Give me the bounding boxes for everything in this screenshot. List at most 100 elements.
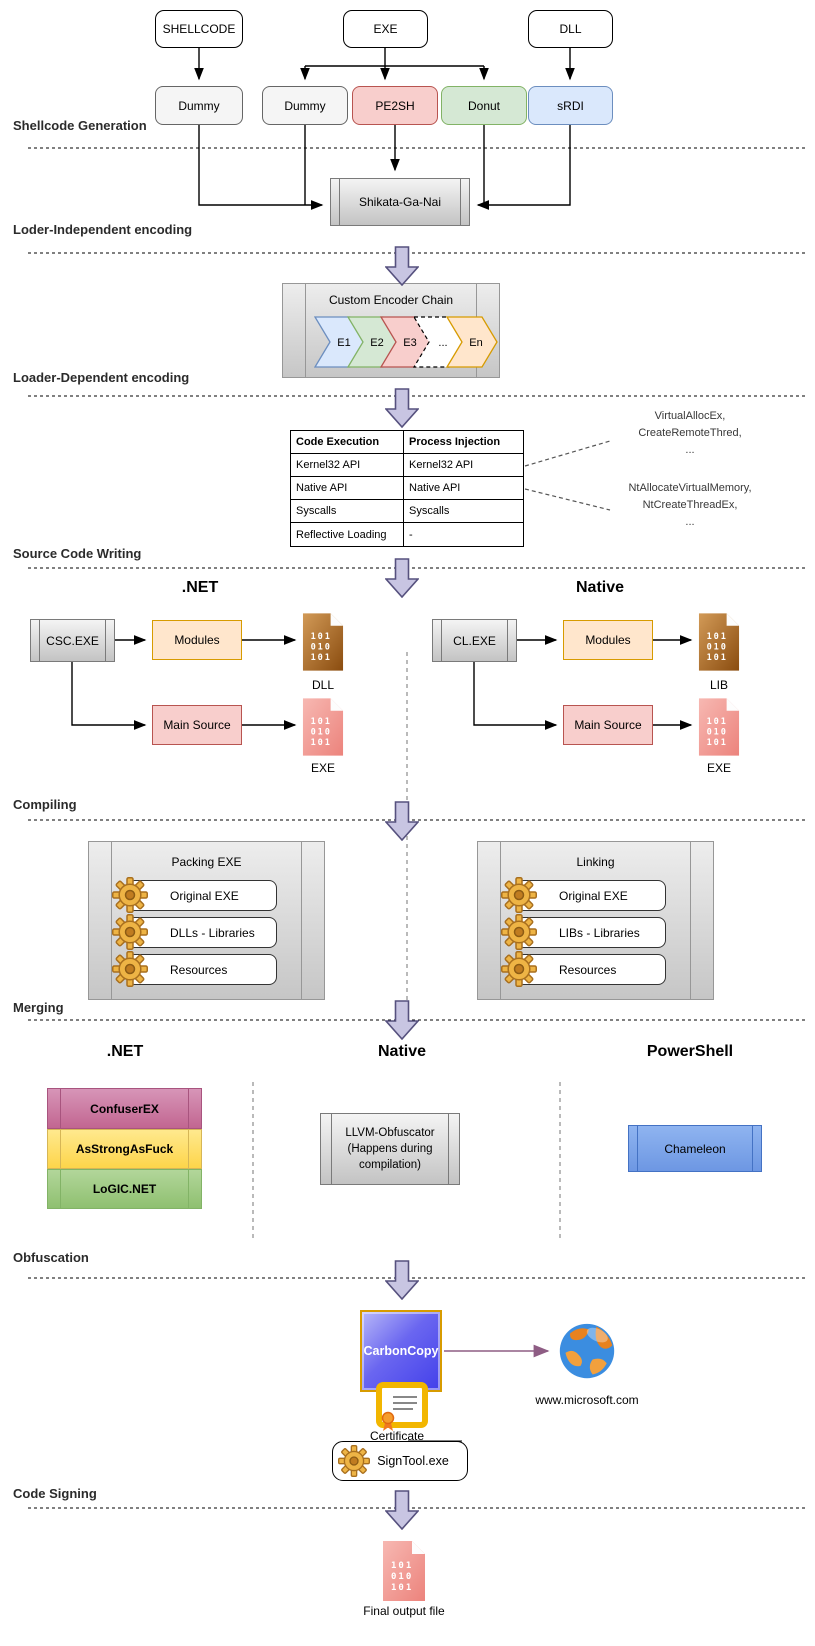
encoder-shikata-ga-nai: Shikata-Ga-Nai bbox=[330, 178, 470, 226]
api-table: Code Execution Process Injection Kernel3… bbox=[290, 430, 524, 547]
svg-text:101: 101 bbox=[707, 653, 728, 663]
tool-srdi: sRDI bbox=[528, 86, 613, 125]
compiler-cl-exe: CL.EXE bbox=[432, 619, 517, 662]
annotation-connectors bbox=[524, 440, 611, 511]
section-separators bbox=[28, 147, 808, 1509]
svg-text:101: 101 bbox=[311, 738, 332, 748]
section-label-obfuscation: Obfuscation bbox=[13, 1250, 89, 1265]
section-label-source-code-writing: Source Code Writing bbox=[13, 546, 142, 561]
native-modules-box: Modules bbox=[563, 620, 653, 660]
packing-exe-title: Packing EXE bbox=[171, 855, 242, 869]
label-website: www.microsoft.com bbox=[535, 1393, 639, 1407]
encoder-chain-title: Custom Encoder Chain bbox=[328, 293, 454, 307]
api-table-cell: - bbox=[409, 528, 413, 541]
input-exe: EXE bbox=[343, 10, 428, 48]
api-table-cell: Kernel32 API bbox=[404, 454, 523, 477]
binary-file-icon-final: 101 010 101 bbox=[383, 1541, 425, 1601]
tool-dummy-1: Dummy bbox=[155, 86, 243, 125]
packing-item-original-exe: Original EXE bbox=[127, 880, 277, 911]
svg-text:101: 101 bbox=[311, 632, 332, 642]
annotation-kernel32-apis: VirtualAllocEx, CreateRemoteThred, ... bbox=[638, 410, 742, 456]
section-label-loader-independent-encoding: Loder-Independent encoding bbox=[13, 222, 193, 237]
svg-text:010: 010 bbox=[707, 643, 728, 653]
binary-file-icon-exe: 101 010 101 bbox=[302, 698, 344, 756]
gear-icon bbox=[501, 951, 537, 987]
label-dll-output: DLL bbox=[311, 678, 334, 692]
stage-dots: ... bbox=[438, 337, 447, 349]
api-table-cell: Syscalls bbox=[404, 500, 523, 523]
compiler-csc-exe: CSC.EXE bbox=[30, 619, 115, 662]
dotnet-modules-box: Modules bbox=[152, 620, 242, 660]
encoder-chain-stages: E1 E2 E3 ... En bbox=[314, 316, 498, 368]
heading-dotnet-obfuscation: .NET bbox=[106, 1043, 144, 1060]
section-label-code-signing: Code Signing bbox=[13, 1486, 97, 1501]
api-table-cell: Native API bbox=[404, 477, 523, 500]
binary-file-icon-exe-native: 101 010 101 bbox=[698, 698, 740, 756]
heading-powershell-obfuscation: PowerShell bbox=[646, 1043, 734, 1060]
flow-arrow-icon bbox=[385, 801, 419, 841]
binary-file-icon-dll: 101 010 101 bbox=[302, 613, 344, 671]
svg-text:010: 010 bbox=[707, 728, 728, 738]
certificate-icon bbox=[376, 1382, 428, 1432]
svg-text:101: 101 bbox=[391, 1583, 413, 1593]
packing-item-dlls: DLLs - Libraries bbox=[127, 917, 277, 948]
packing-item-resources: Resources bbox=[127, 954, 277, 985]
linking-item-resources: Resources bbox=[516, 954, 666, 985]
section-label-shellcode-generation: Shellcode Generation bbox=[13, 118, 147, 133]
svg-text:010: 010 bbox=[311, 728, 332, 738]
api-table-cell: Native API bbox=[291, 477, 404, 500]
label-certificate: Certificate bbox=[369, 1429, 425, 1443]
api-table-cell: Syscalls bbox=[291, 500, 404, 523]
obfuscator-chameleon: Chameleon bbox=[628, 1125, 762, 1172]
binary-file-icon-lib: 101 010 101 bbox=[698, 613, 740, 671]
gear-icon bbox=[112, 877, 148, 913]
dotnet-main-source-box: Main Source bbox=[152, 705, 242, 745]
api-table-header-code-execution: Code Execution bbox=[291, 431, 404, 454]
gear-icon bbox=[112, 914, 148, 950]
annotation-native-apis: NtAllocateVirtualMemory, NtCreateThreadE… bbox=[628, 482, 752, 528]
signing-tool-carboncopy: CarbonCopy bbox=[360, 1310, 442, 1392]
linking-item-libs: LIBs - Libraries bbox=[516, 917, 666, 948]
linking-item-original-exe: Original EXE bbox=[516, 880, 666, 911]
svg-text:101: 101 bbox=[707, 717, 728, 727]
flow-arrow-icon bbox=[385, 1490, 419, 1530]
gear-icon bbox=[112, 951, 148, 987]
label-exe-output: EXE bbox=[310, 761, 335, 775]
heading-dotnet-compile: .NET bbox=[181, 579, 219, 596]
svg-text:101: 101 bbox=[391, 1561, 413, 1571]
stage-en: En bbox=[469, 337, 482, 349]
stage-e1: E1 bbox=[337, 337, 350, 349]
label-lib-output: LIB bbox=[709, 678, 728, 692]
input-dll: DLL bbox=[528, 10, 613, 48]
obfuscator-asstrongasfuck: AsStrongAsFuck bbox=[47, 1129, 202, 1169]
heading-native-obfuscation: Native bbox=[377, 1043, 427, 1060]
section-label-compiling: Compiling bbox=[13, 797, 77, 812]
flow-arrow-icon bbox=[385, 246, 419, 286]
section-label-loader-dependent-encoding: Loader-Dependent encoding bbox=[13, 370, 190, 385]
encoder-shikata-label: Shikata-Ga-Nai bbox=[358, 195, 442, 209]
flow-arrow-icon bbox=[385, 558, 419, 598]
obfuscator-confuserex: ConfuserEX bbox=[47, 1088, 202, 1129]
gear-icon bbox=[338, 1445, 370, 1477]
svg-text:010: 010 bbox=[391, 1572, 413, 1582]
flow-arrow-icon bbox=[385, 1260, 419, 1300]
label-final-output-file: Final output file bbox=[363, 1604, 445, 1618]
svg-text:101: 101 bbox=[311, 717, 332, 727]
obfuscator-llvm: LLVM-Obfuscator (Happens during compilat… bbox=[320, 1113, 460, 1185]
api-table-cell: Kernel32 API bbox=[291, 454, 404, 477]
svg-text:010: 010 bbox=[311, 643, 332, 653]
stage-e3: E3 bbox=[403, 337, 416, 349]
svg-text:101: 101 bbox=[311, 653, 332, 663]
heading-native-compile: Native bbox=[575, 579, 625, 596]
stage-e2: E2 bbox=[370, 337, 383, 349]
tool-pe2sh: PE2SH bbox=[352, 86, 438, 125]
input-shellcode: SHELLCODE bbox=[155, 10, 243, 48]
globe-icon bbox=[557, 1320, 617, 1382]
native-main-source-box: Main Source bbox=[563, 705, 653, 745]
flow-arrow-icon bbox=[385, 388, 419, 428]
section-label-merging: Merging bbox=[13, 1000, 64, 1015]
gear-icon bbox=[501, 914, 537, 950]
gear-icon bbox=[501, 877, 537, 913]
